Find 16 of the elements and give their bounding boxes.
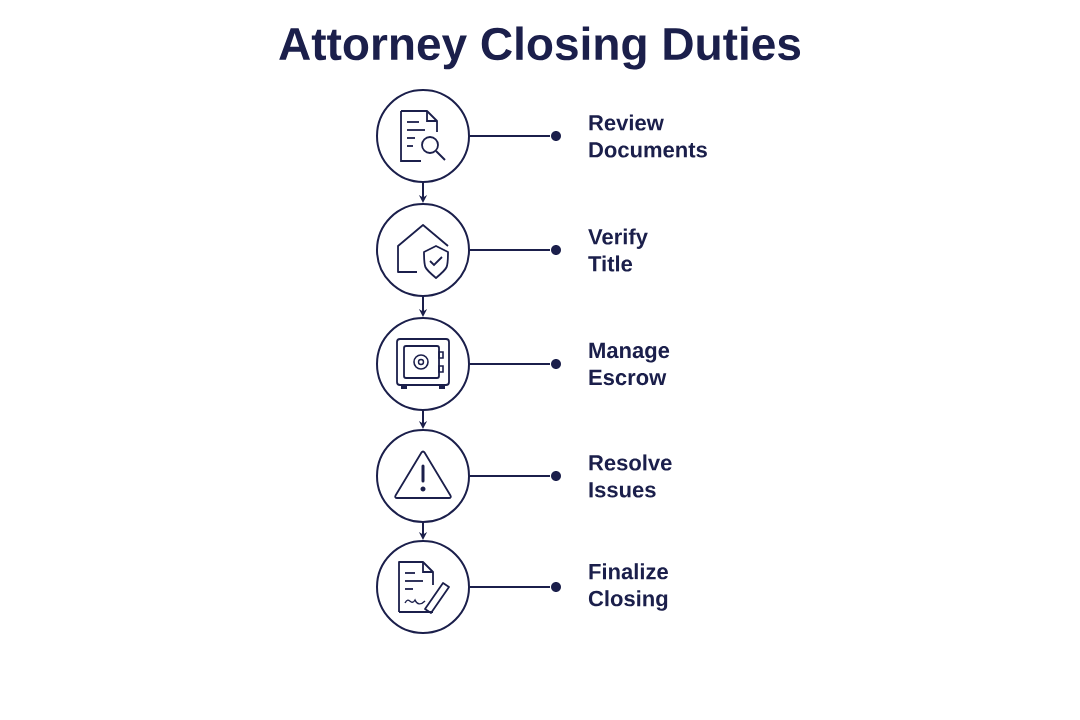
step-label: Verify Title bbox=[588, 228, 648, 272]
connector bbox=[469, 586, 551, 588]
icon-circle bbox=[376, 429, 470, 523]
step-label: Finalize Closing bbox=[588, 563, 668, 611]
connector bbox=[469, 475, 551, 477]
step-label: Manage Escrow bbox=[589, 342, 670, 386]
step-label: Resolve Issues bbox=[589, 454, 672, 498]
icon-circle bbox=[376, 89, 470, 183]
title: Attorney Closing Duties bbox=[279, 26, 801, 70]
icon-circle bbox=[376, 540, 470, 634]
icon-circle bbox=[376, 317, 470, 411]
icon-circle bbox=[376, 203, 470, 297]
connector bbox=[469, 135, 551, 137]
step-label: Review Documents bbox=[589, 114, 707, 158]
connector bbox=[469, 249, 551, 251]
connector bbox=[469, 363, 551, 365]
